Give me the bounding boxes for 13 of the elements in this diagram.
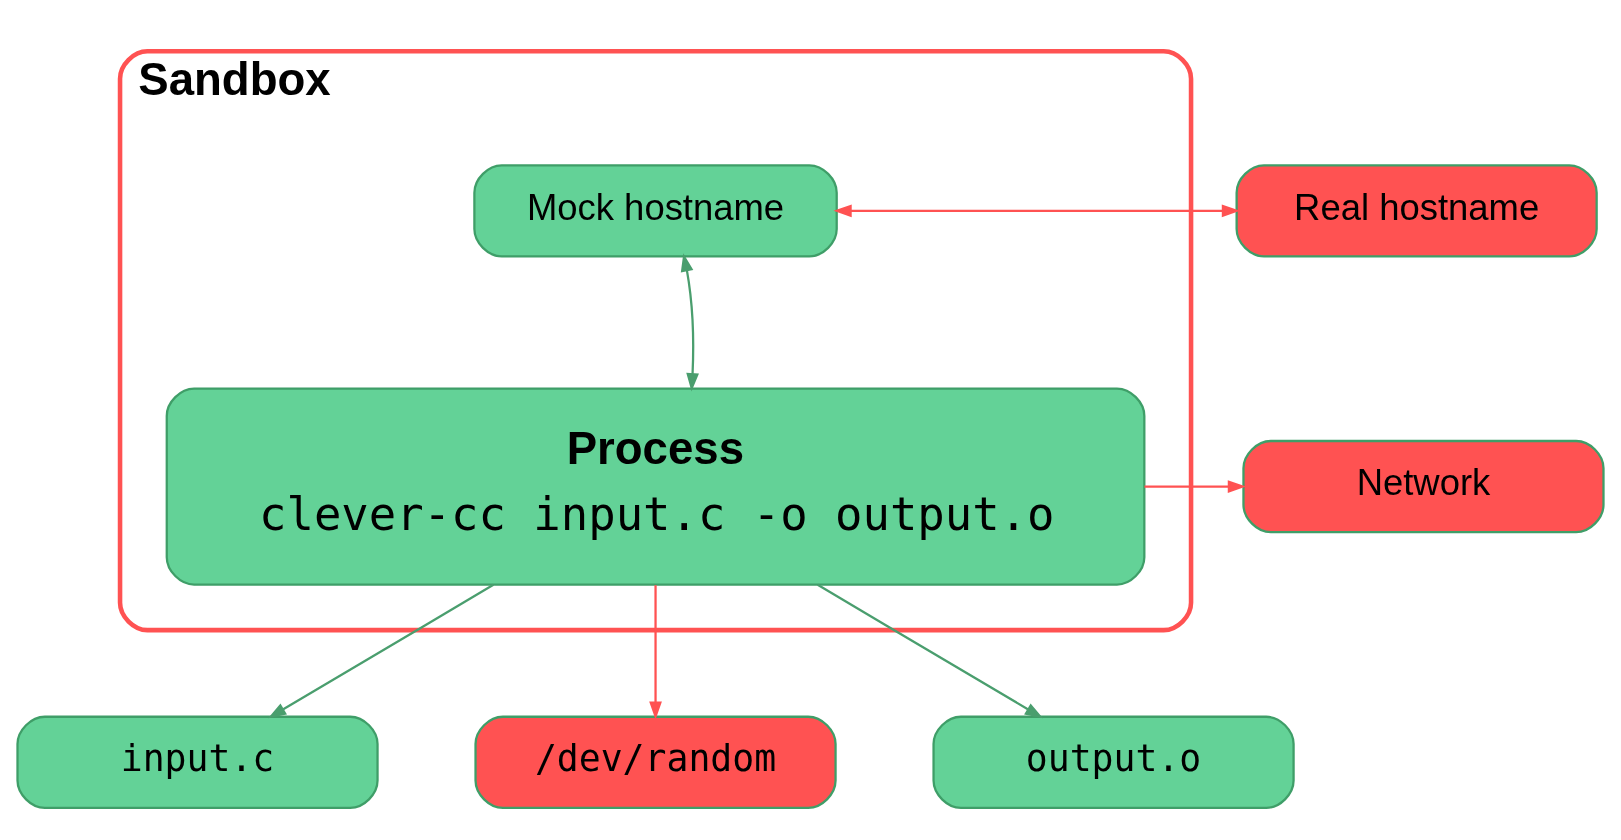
arrow xyxy=(680,252,699,391)
node-box: Network xyxy=(1242,439,1605,533)
node-box: output.o xyxy=(932,715,1295,809)
arrow xyxy=(649,584,662,720)
arrow xyxy=(817,583,1044,718)
node-box: /dev/random xyxy=(474,715,837,809)
node-box: input.c xyxy=(16,715,379,809)
arrow xyxy=(1144,479,1247,493)
arrow xyxy=(833,203,1241,217)
node-box: Process clever-cc input.c -o output.o xyxy=(165,386,1146,586)
arrow xyxy=(268,583,494,718)
node-box: Real hostname xyxy=(1235,163,1598,258)
node-box: Mock hostname xyxy=(473,163,838,258)
